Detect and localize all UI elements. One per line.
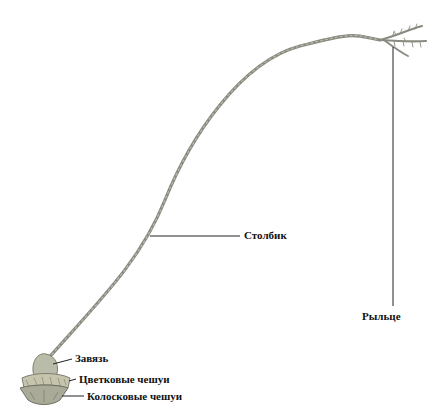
label-holder: Столбик [244,229,287,242]
part-label: Цветковые чешуи [79,373,170,386]
part-label: Столбик [244,229,287,242]
style-line [45,36,380,363]
label-holder: Колосковые чешуи [87,390,182,403]
label-holder: Рыльце [362,310,401,323]
stigma [380,24,426,56]
label-holder: Цветковые чешуи [79,373,170,386]
leader-lines [53,47,393,396]
part-label: Колосковые чешуи [87,390,182,403]
glumes [20,385,68,405]
part-label: Рыльце [362,310,401,323]
label-holder: Завязь [75,352,108,365]
part-label: Завязь [75,352,108,365]
